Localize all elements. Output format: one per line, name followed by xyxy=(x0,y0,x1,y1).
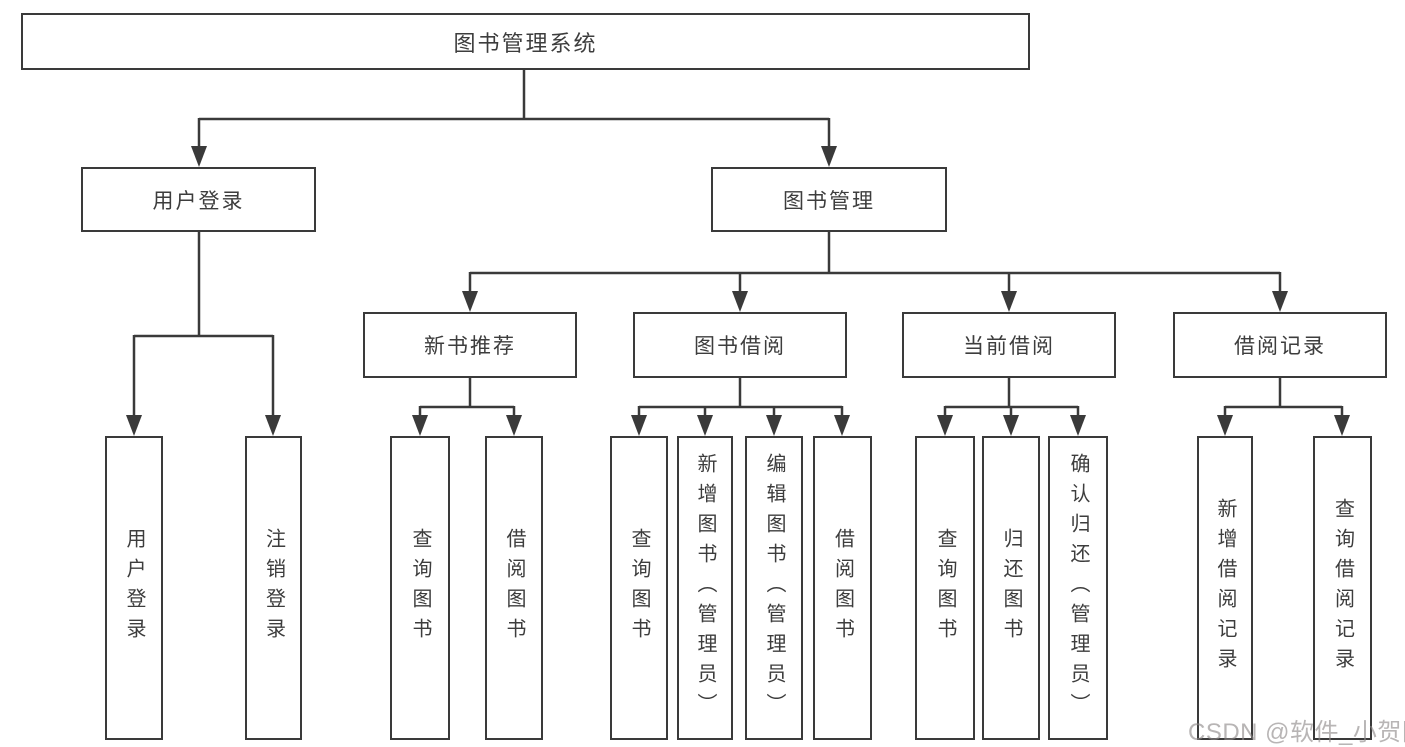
leaf-bb-borrow-books-label: 借阅图书 xyxy=(831,528,854,648)
node-borrowing-records: 借阅记录 xyxy=(1173,312,1387,378)
leaf-bb-query-books: 查询图书 xyxy=(610,436,668,740)
watermark: CSDN @软件_小贺同学 xyxy=(1188,719,1405,746)
leaf-cb-return-books-label: 归还图书 xyxy=(1000,528,1022,648)
leaf-bb-edit-books-admin-label: 编辑图书（管理员） xyxy=(763,453,785,723)
leaf-user-login: 用户登录 xyxy=(105,436,163,740)
leaf-bb-add-books-admin: 新增图书（管理员） xyxy=(677,436,733,740)
leaf-nbr-borrow-books: 借阅图书 xyxy=(485,436,543,740)
leaf-cb-confirm-return-admin-label: 确认归还（管理员） xyxy=(1067,453,1089,723)
leaf-bb-query-books-label: 查询图书 xyxy=(628,528,650,648)
leaf-nbr-borrow-books-label: 借阅图书 xyxy=(503,528,525,648)
leaf-br-query-record: 查询借阅记录 xyxy=(1313,436,1372,740)
leaf-br-query-record-label: 查询借阅记录 xyxy=(1331,498,1354,678)
leaf-cb-query-books-label: 查询图书 xyxy=(934,528,956,648)
node-book-management: 图书管理 xyxy=(711,167,947,232)
leaf-bb-add-books-admin-label: 新增图书（管理员） xyxy=(694,453,716,723)
leaf-nbr-query-books: 查询图书 xyxy=(390,436,450,740)
node-book-borrowing: 图书借阅 xyxy=(633,312,847,378)
node-borrowing-records-label: 借阅记录 xyxy=(1234,335,1326,358)
node-new-book-recommend: 新书推荐 xyxy=(363,312,577,378)
leaf-logout: 注销登录 xyxy=(245,436,302,740)
leaf-user-login-label: 用户登录 xyxy=(123,528,145,648)
node-user-login-branch: 用户登录 xyxy=(81,167,316,232)
leaf-br-add-record: 新增借阅记录 xyxy=(1197,436,1253,740)
leaf-nbr-query-books-label: 查询图书 xyxy=(409,528,431,648)
leaf-bb-edit-books-admin: 编辑图书（管理员） xyxy=(745,436,803,740)
node-user-login-branch-label: 用户登录 xyxy=(152,189,245,213)
leaf-bb-borrow-books: 借阅图书 xyxy=(813,436,872,740)
node-current-borrowing: 当前借阅 xyxy=(902,312,1116,378)
node-current-borrowing-label: 当前借阅 xyxy=(963,335,1055,358)
leaf-logout-label: 注销登录 xyxy=(262,528,285,648)
node-root: 图书管理系统 xyxy=(21,13,1030,70)
node-root-label: 图书管理系统 xyxy=(453,30,598,56)
leaf-br-add-record-label: 新增借阅记录 xyxy=(1214,498,1236,678)
leaf-cb-return-books: 归还图书 xyxy=(982,436,1040,740)
leaf-cb-query-books: 查询图书 xyxy=(915,436,975,740)
node-book-borrowing-label: 图书借阅 xyxy=(694,335,786,358)
node-book-management-label: 图书管理 xyxy=(783,189,875,213)
node-new-book-recommend-label: 新书推荐 xyxy=(424,335,516,358)
leaf-cb-confirm-return-admin: 确认归还（管理员） xyxy=(1048,436,1108,740)
arrowhead-icons xyxy=(126,146,1350,436)
